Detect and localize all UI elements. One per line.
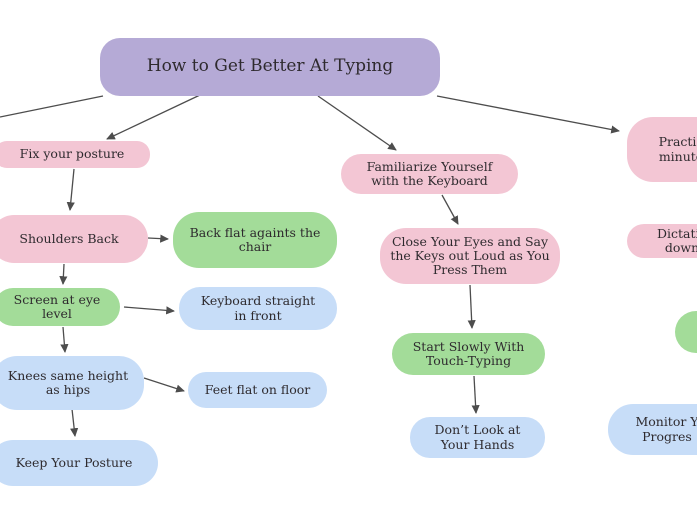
node-label: Fix your posture <box>19 146 125 162</box>
node-label: Knees same height <box>7 367 129 383</box>
node-label: Practic <box>658 134 697 150</box>
node-label: Keep Your Posture <box>15 454 133 470</box>
node-label: Monitor Y <box>635 414 697 430</box>
node-screen-at-eye-level[interactable]: Screen at eye level <box>0 288 120 326</box>
node-label: minute <box>658 148 697 164</box>
edge-fix-shoulders <box>66 168 75 211</box>
edge-knees-feet <box>143 377 185 393</box>
node-label: in front <box>234 307 282 323</box>
node-knees-same-height-as-hips[interactable]: Knees same height as hips <box>0 356 144 410</box>
node-label: Keyboard straight <box>200 293 316 309</box>
node-label: down <box>664 240 697 255</box>
node-close-eyes-say-keys[interactable]: Close Your Eyes and Say the Keys out Lou… <box>380 228 560 284</box>
node-practice-clipped[interactable]: Practic minute <box>627 117 697 182</box>
node-label: Your Hands <box>440 436 515 452</box>
edge-startslowly-dontlook <box>471 375 480 414</box>
node-start-slowly-touch-typing[interactable]: Start Slowly With Touch-Typing <box>392 333 545 375</box>
edge-closeeyes-startslowly <box>467 284 476 329</box>
node-label: with the Keyboard <box>371 173 488 188</box>
edge-knees-keep <box>70 408 79 437</box>
node-label: Feet flat on floor <box>204 381 311 397</box>
node-label-group: Dictatio down <box>635 224 697 258</box>
edge-shoulders-screen <box>59 263 68 285</box>
node-familiarize-with-keyboard[interactable]: Familiarize Yourself with the Keyboard <box>341 154 518 194</box>
node-fix-your-posture[interactable]: Fix your posture <box>0 141 150 168</box>
node-title[interactable]: How to Get Better At Typing <box>100 38 440 96</box>
edge-title-familiarize <box>317 95 397 151</box>
node-title-label: How to Get Better At Typing <box>146 56 394 77</box>
node-clipped-green[interactable] <box>675 311 697 353</box>
node-label: Progres <box>642 428 692 444</box>
edge-screen-keyboard <box>123 306 175 315</box>
node-label: Don’t Look at <box>434 422 521 438</box>
node-dont-look-at-hands[interactable]: Don’t Look at Your Hands <box>410 417 545 458</box>
node-label-group: Practic minute <box>635 117 697 182</box>
node-label-group: Monitor Y Progres <box>616 404 697 455</box>
node-back-flat-against-chair[interactable]: Back flat againts the chair <box>173 212 337 268</box>
node-dictation-clipped[interactable]: Dictatio down <box>627 224 697 258</box>
edge-familiarize-closeeyes <box>441 194 459 225</box>
edge-shoulders-backflat <box>147 234 169 243</box>
node-keep-your-posture[interactable]: Keep Your Posture <box>0 440 158 486</box>
node-label: chair <box>238 239 272 254</box>
node-label: the Keys out Loud as You <box>390 247 550 263</box>
node-label: Close Your Eyes and Say <box>391 233 549 249</box>
node-label: Dictatio <box>656 225 697 241</box>
edge-title-practice <box>436 95 620 134</box>
node-label: Press Them <box>432 262 508 278</box>
edge-title-fix-posture <box>106 94 201 140</box>
node-label: Start Slowly With <box>412 338 525 354</box>
node-label: Shoulders Back <box>19 230 119 246</box>
node-label: Familiarize Yourself <box>366 158 493 174</box>
edge-screen-knees <box>60 326 69 353</box>
node-label: Screen at eye <box>13 291 101 307</box>
node-monitor-progress-clipped[interactable]: Monitor Y Progres <box>608 404 697 455</box>
node-feet-flat-on-floor[interactable]: Feet flat on floor <box>188 372 327 408</box>
node-keyboard-straight-in-front[interactable]: Keyboard straight in front <box>179 287 337 330</box>
node-label: level <box>42 306 72 321</box>
edge-title-offscreen-left <box>0 95 104 118</box>
node-label: as hips <box>45 382 91 397</box>
node-shoulders-back[interactable]: Shoulders Back <box>0 215 148 263</box>
node-label: Touch-Typing <box>425 353 512 368</box>
node-label: Back flat againts the <box>189 224 321 240</box>
